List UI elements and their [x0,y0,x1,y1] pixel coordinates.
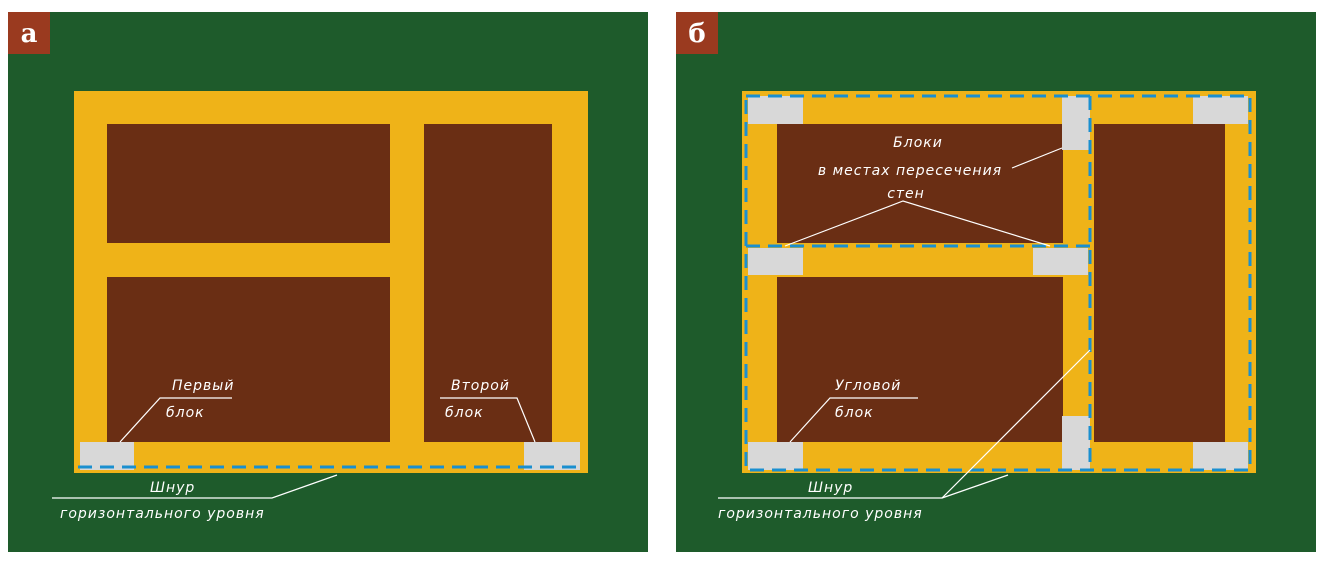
corner-block [1193,96,1248,124]
corner-block [748,442,803,470]
second-block [524,442,580,470]
panel-label: а [21,19,38,49]
cord-label: Шнур [150,480,195,496]
intersection-block [748,248,803,275]
leader-line [784,200,1051,247]
panel-a: а Первый блок Второй блок Шнур горизонта… [8,12,648,552]
room-soil [424,124,552,442]
leader-line [440,397,536,443]
first-block-label: Первый [172,378,234,394]
first-block-label: блок [166,405,205,421]
intersection-label: стен [887,186,925,202]
cord-label: Шнур [808,480,853,496]
panel-label: б [688,19,705,49]
room-soil [777,124,1063,243]
corner-block-label: Угловой [835,378,901,394]
corner-block [1193,442,1248,470]
intersection-block [1033,248,1088,275]
room-soil [777,277,1063,442]
intersection-block [1062,416,1090,470]
cord-label: горизонтального уровня [718,506,923,522]
first-block [80,442,134,470]
corner-block-label: блок [835,405,874,421]
intersection-label: Блоки [893,135,943,151]
leader-line [941,474,1009,499]
leader-line [52,474,338,499]
corner-block [748,96,803,124]
room-soil [1094,124,1225,442]
intersection-label: в местах пересечения [818,163,1002,179]
leader-line [1011,147,1063,169]
second-block-label: блок [445,405,484,421]
panel-label-box [676,12,718,54]
intersection-block [1062,96,1090,150]
cord-label: горизонтального уровня [60,506,265,522]
panel-b: б Блоки в местах пересечения стен Углово… [676,12,1316,552]
room-soil [107,277,390,442]
level-cord [744,94,1252,472]
leader-line [119,397,232,443]
second-block-label: Второй [451,378,510,394]
room-soil [107,124,390,243]
leader-line [789,397,918,443]
panel-label-box [8,12,50,54]
